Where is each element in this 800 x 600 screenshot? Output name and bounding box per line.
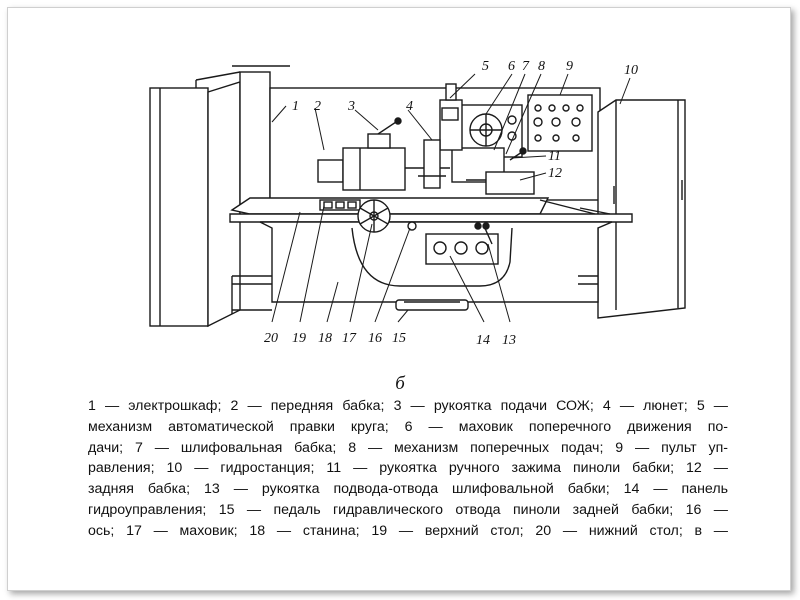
callout-3: 3 [347,99,355,114]
callout-16: 16 [368,331,382,346]
leader-lines [271,73,631,323]
callout-4: 4 [406,99,413,114]
pedal [395,299,469,311]
callout-7: 7 [522,59,530,74]
hydraulic-station [597,99,686,319]
callout-9: 9 [566,59,573,74]
caption-line: задняя бабка; 13 — рукоятка подвода-отво… [88,481,728,498]
hydraulic-control-panel [425,222,499,265]
callout-14: 14 [476,333,490,348]
callout-17: 17 [342,331,357,346]
control-panel [527,94,593,152]
callout-2: 2 [314,99,321,114]
callout-15: 15 [392,331,406,346]
callout-1: 1 [292,99,299,114]
caption-line: дачи; 7 — шлифовальная бабка; 8 — механи… [88,439,728,456]
caption-line: 1 — электрошкаф; 2 — передняя бабка; 3 —… [88,398,728,414]
caption-line: гидроуправления; 15 — педаль гидравличес… [88,501,728,518]
callout-13: 13 [502,333,516,348]
callout-10: 10 [624,63,638,78]
caption-line: ось; 17 — маховик; 18 — станина; 19 — ве… [88,522,728,539]
tailstock [466,147,535,195]
callout-8: 8 [538,59,545,74]
callout-18: 18 [318,331,332,346]
headstock [317,117,450,191]
callout-6: 6 [508,59,515,74]
callout-20: 20 [264,331,278,346]
callout-19: 19 [292,331,306,346]
callout-11: 11 [548,149,561,164]
grinding-head [439,83,523,183]
machine-table [229,197,633,223]
callout-12: 12 [548,166,562,181]
electrical-cabinet [149,71,241,328]
figure-label: б [395,373,405,394]
caption-line: механизм автоматической правки круга; 6 … [88,418,728,435]
callout-labels: 1 2 3 4 5 6 7 8 9 10 11 12 13 14 15 16 1… [264,59,638,348]
caption-line: равления; 10 — гидростанция; 11 — рукоят… [88,460,728,477]
callout-5: 5 [482,59,489,74]
figure-caption: 1 — электрошкаф; 2 — передняя бабка; 3 —… [88,396,728,542]
